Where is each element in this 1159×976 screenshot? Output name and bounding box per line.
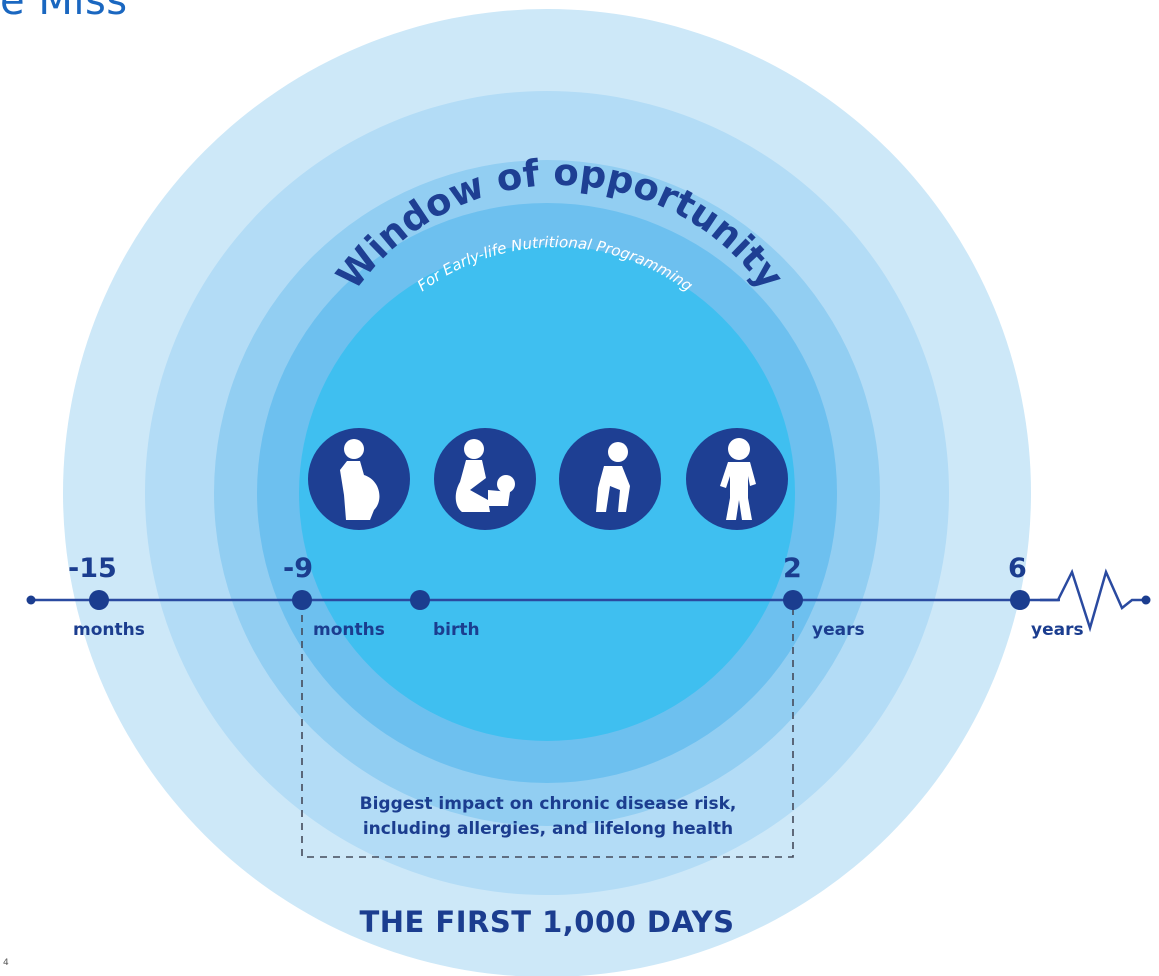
window-note-line-2: including allergies, and lifelong health [362,819,734,839]
tick-2-years [783,590,803,610]
tick-birth [410,590,430,610]
tick-unit: years [812,620,865,640]
tick-number: 6 [1008,553,1027,584]
core-circle [299,245,795,741]
tick-unit: months [313,620,385,640]
tick-minus-9-months [292,590,312,610]
footnote-number: 4 [3,958,9,968]
walking-toddler-icon [686,428,788,530]
page-title: e Miss [0,0,128,24]
timeline-end-dot [1141,595,1151,605]
tick-unit: months [73,620,145,640]
timeline-start-dot [26,595,36,605]
pregnant-woman-icon [308,428,410,530]
first-1000-days-title: THE FIRST 1,000 DAYS [359,905,735,939]
mother-nursing-baby-icon [434,428,536,530]
tick-unit: years [1031,620,1084,640]
window-note-line-1: Biggest impact on chronic disease risk, [359,794,737,814]
tick-number: -9 [283,553,313,584]
life-stage-icons [308,428,788,530]
tick-6-years [1010,590,1030,610]
window-bracket [301,602,794,858]
crawling-baby-icon [559,428,661,530]
tick-number: -15 [68,553,117,584]
heartbeat-line [1040,568,1146,633]
window-note: Biggest impact on chronic disease risk, … [300,792,796,842]
tick-unit: birth [433,620,480,640]
timeline [26,568,1151,633]
tick-number: 2 [783,553,802,584]
tick-minus-15-months [89,590,109,610]
